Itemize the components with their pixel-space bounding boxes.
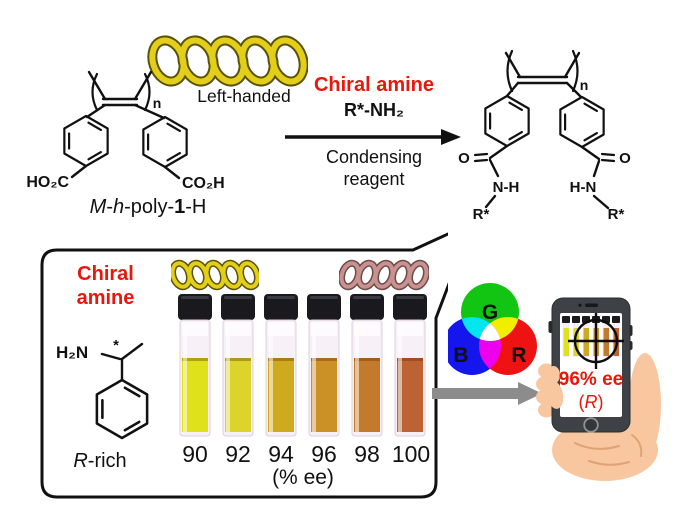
r-star-right: R*: [608, 206, 625, 223]
polymer-bracket-left: [506, 49, 514, 93]
phenyl-ring: [95, 378, 149, 440]
helix-handedness-label: Left-handed: [197, 86, 291, 106]
repeat-unit-n: n: [153, 95, 162, 111]
ee-label: 92: [225, 441, 251, 467]
carbonyl-o-right: O: [619, 150, 631, 167]
reactant-name-one: 1: [174, 196, 186, 218]
venn-label-g: G: [482, 301, 498, 324]
reaction-title: Chiral amine: [313, 74, 435, 96]
amine-structure: H₂N *: [56, 337, 149, 440]
polymer-bracket-right: [571, 49, 579, 93]
phone-config-text: (R): [546, 392, 636, 413]
carbonyl-o-left: O: [458, 150, 470, 167]
config-r: R: [73, 450, 88, 472]
reactant-name-mid: -poly-: [124, 196, 175, 218]
amine-config-label: R-rich: [45, 450, 155, 473]
polymer-bracket-left: [91, 72, 99, 112]
phenyl-ring: [559, 95, 605, 149]
amide-nh-left: N-H: [493, 179, 520, 196]
smartphone-icon: [536, 297, 661, 481]
reactant-structure: n HO₂C CO₂H: [26, 70, 225, 192]
phenyl-ring: [142, 115, 188, 169]
reaction-reagent: R*-NH₂: [344, 100, 404, 120]
amide-nh-right: H-N: [570, 179, 597, 196]
vial: [307, 294, 341, 437]
rgb-venn-diagram: G B R: [448, 283, 537, 375]
ee-label: 94: [268, 441, 294, 467]
config-r: R: [584, 392, 598, 412]
left-handed-helix-icon: [147, 35, 308, 87]
palm-creases: [574, 434, 643, 466]
ee-label: 100: [391, 441, 431, 467]
vial-cap: [393, 294, 427, 320]
phone-result-text: 96% ee: [558, 369, 624, 390]
ee-label: 96: [311, 441, 337, 467]
config-rest: -rich: [87, 450, 127, 472]
phenyl-ring: [484, 94, 530, 148]
vial: [350, 294, 384, 437]
repeat-unit-n: n: [580, 77, 589, 93]
vial-cap: [221, 294, 255, 320]
vial: [221, 294, 255, 437]
vial-cap: [350, 294, 384, 320]
product-structure: n O N-H R* O H-N R*: [458, 49, 631, 223]
ee-unit-label: (% ee): [272, 466, 334, 489]
h2n-label: H₂N: [56, 343, 88, 362]
vial-cap: [178, 294, 212, 320]
venn-label-b: B: [453, 344, 468, 367]
vial: [393, 294, 427, 437]
reactant-name: M-h-poly-1-H: [58, 196, 238, 219]
reactant-name-m: M: [89, 196, 107, 218]
ee-label: 90: [182, 441, 208, 467]
r-star-left: R*: [473, 206, 490, 223]
reactant-name-dash: -: [106, 196, 113, 218]
reaction-arrow-icon: [285, 129, 461, 145]
home-button[interactable]: [583, 417, 599, 433]
polymer-bracket-right: [143, 72, 151, 112]
open-paren: (: [578, 392, 585, 412]
carboxyl-label-right: CO₂H: [182, 175, 225, 192]
pink-helix-icon: [339, 259, 429, 291]
vial-cap: [264, 294, 298, 320]
reaction-conditions: Condensing reagent: [325, 147, 423, 189]
close-paren: ): [597, 392, 604, 412]
ee-label: 98: [354, 441, 380, 467]
venn-label-r: R: [511, 344, 526, 367]
reactant-name-tail: -H: [185, 196, 207, 218]
vial-cap: [307, 294, 341, 320]
vial: [178, 294, 212, 437]
vial: [264, 294, 298, 437]
phone-speaker: [585, 303, 598, 307]
phone-camera: [578, 303, 582, 307]
stereocenter-asterisk: *: [113, 337, 119, 354]
yellow-helix-icon: [171, 259, 259, 291]
phenyl-ring: [63, 114, 109, 168]
panel-title: Chiral amine: [76, 263, 135, 309]
reactant-name-h: h: [112, 196, 125, 218]
crosshair-icon: [568, 313, 624, 369]
carboxyl-label-left: HO₂C: [26, 174, 69, 191]
gray-arrow-icon: [432, 382, 542, 405]
thumb-icon: [546, 366, 564, 409]
